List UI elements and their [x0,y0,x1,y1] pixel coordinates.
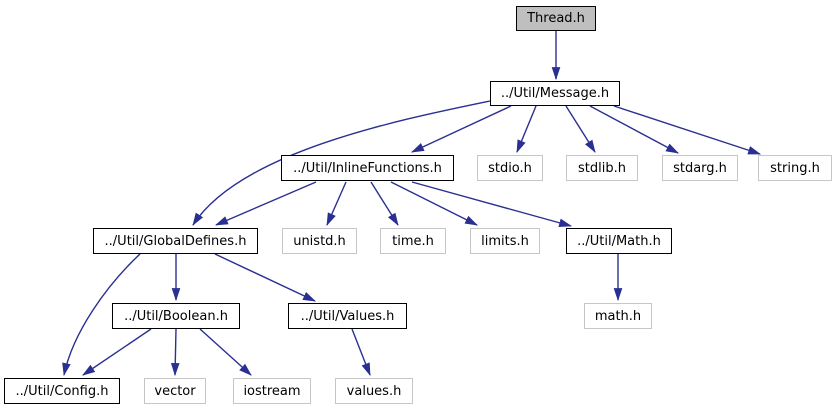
edge-inline-to-limits [390,181,478,226]
node-time: time.h [380,228,446,254]
node-stdarg: stdarg.h [662,155,738,181]
edge-message-to-global [192,100,491,226]
edge-message-to-stdlib [565,105,596,153]
node-global[interactable]: ../Util/GlobalDefines.h [93,228,258,254]
node-boolean[interactable]: ../Util/Boolean.h [112,303,240,329]
node-stdio: stdio.h [477,155,543,181]
node-unistd: unistd.h [282,228,357,254]
edge-message-to-stdio [516,105,537,154]
node-mathh: math.h [584,303,652,329]
edge-inline-to-mathutil [411,181,573,227]
edge-message-to-string [613,105,762,155]
edge-message-to-inline [411,105,512,153]
edge-valuesutil-to-valuesh [351,328,371,377]
edge-boolean-to-iostream [199,328,252,376]
node-mathutil[interactable]: ../Util/Math.h [566,228,672,254]
node-config[interactable]: ../Util/Config.h [4,378,120,404]
node-valuesutil[interactable]: ../Util/Values.h [288,303,407,329]
node-string: string.h [758,155,832,181]
node-vector: vector [144,378,206,404]
node-message[interactable]: ../Util/Message.h [490,81,620,106]
edge-boolean-to-vector [170,328,180,377]
edge-inline-to-unistd [326,181,347,226]
node-inline[interactable]: ../Util/InlineFunctions.h [281,155,454,181]
edge-message-to-stdarg [589,105,679,154]
edge-boolean-to-config [82,328,152,376]
node-stdlib: stdlib.h [566,155,638,181]
node-thread[interactable]: Thread.h [516,6,596,31]
node-iostream: iostream [233,378,311,404]
node-limits: limits.h [470,228,540,254]
edge-global-to-valuesutil [214,253,316,302]
node-valuesh: values.h [335,378,413,404]
edge-inline-to-time [370,181,399,226]
edge-global-to-config [62,253,141,377]
edge-inline-to-global [215,181,317,226]
